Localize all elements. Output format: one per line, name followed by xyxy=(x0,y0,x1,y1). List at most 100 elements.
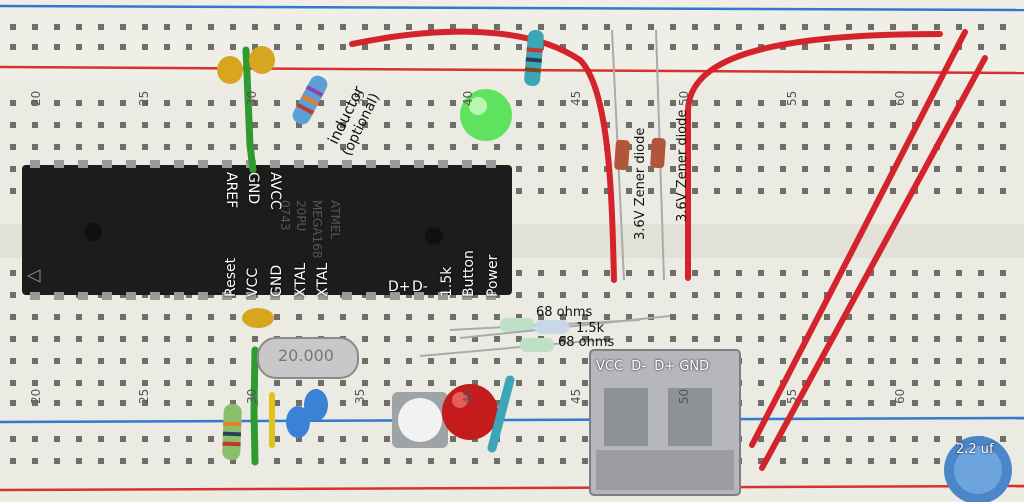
breadboard-hole xyxy=(626,44,632,50)
chip-pin xyxy=(78,160,88,168)
breadboard-hole xyxy=(274,44,280,50)
breadboard-hole xyxy=(10,144,16,150)
chip-pin xyxy=(222,292,232,300)
breadboard-hole xyxy=(560,100,566,106)
breadboard-hole xyxy=(186,24,192,30)
breadboard-hole xyxy=(890,400,896,406)
breadboard-hole xyxy=(32,24,38,30)
breadboard-hole xyxy=(714,336,720,342)
breadboard-hole xyxy=(472,44,478,50)
breadboard-hole xyxy=(406,122,412,128)
breadboard-hole xyxy=(98,336,104,342)
breadboard-hole xyxy=(142,24,148,30)
breadboard-hole xyxy=(890,380,896,386)
breadboard-hole xyxy=(32,144,38,150)
breadboard-hole xyxy=(824,314,830,320)
breadboard-hole xyxy=(978,336,984,342)
breadboard-hole xyxy=(956,380,962,386)
breadboard-hole xyxy=(868,44,874,50)
breadboard-hole xyxy=(296,380,302,386)
column-number: 55 xyxy=(785,90,799,106)
breadboard-hole xyxy=(780,436,786,442)
breadboard-hole xyxy=(912,436,918,442)
breadboard-hole xyxy=(582,144,588,150)
breadboard-hole xyxy=(428,44,434,50)
breadboard-hole xyxy=(626,292,632,298)
breadboard-hole xyxy=(956,292,962,298)
breadboard-hole xyxy=(1000,166,1006,172)
breadboard-hole xyxy=(186,336,192,342)
chip-pin xyxy=(486,292,496,300)
breadboard-hole xyxy=(692,314,698,320)
blue-cap-2 xyxy=(304,389,328,421)
chip-pin xyxy=(174,292,184,300)
breadboard-hole xyxy=(1000,380,1006,386)
breadboard-hole xyxy=(318,44,324,50)
breadboard-hole xyxy=(604,24,610,30)
breadboard-hole xyxy=(648,44,654,50)
breadboard-hole xyxy=(54,400,60,406)
breadboard-hole xyxy=(384,314,390,320)
breadboard-hole xyxy=(516,358,522,364)
breadboard-hole xyxy=(450,336,456,342)
top-blue-line xyxy=(0,4,1024,12)
breadboard-hole xyxy=(934,292,940,298)
breadboard-hole xyxy=(428,458,434,464)
breadboard-hole xyxy=(384,358,390,364)
breadboard-hole xyxy=(758,144,764,150)
breadboard-hole xyxy=(846,144,852,150)
breadboard-hole xyxy=(208,314,214,320)
breadboard-hole xyxy=(956,122,962,128)
breadboard-hole xyxy=(846,380,852,386)
breadboard-hole xyxy=(98,100,104,106)
breadboard-hole xyxy=(714,100,720,106)
resistor-1-5k xyxy=(459,315,671,339)
breadboard-hole xyxy=(736,188,742,194)
breadboard-hole xyxy=(296,122,302,128)
breadboard-hole xyxy=(714,166,720,172)
breadboard-hole xyxy=(736,24,742,30)
breadboard-hole xyxy=(32,314,38,320)
breadboard-hole xyxy=(780,166,786,172)
breadboard-hole xyxy=(868,314,874,320)
crystal-oscillator xyxy=(257,337,359,379)
breadboard-hole xyxy=(186,100,192,106)
green-led-highlight xyxy=(469,97,487,115)
breadboard-hole xyxy=(76,336,82,342)
crystal-marking: 20.000 xyxy=(278,346,334,365)
breadboard-hole xyxy=(802,270,808,276)
breadboard-hole xyxy=(582,458,588,464)
breadboard-hole xyxy=(384,400,390,406)
breadboard-hole xyxy=(890,44,896,50)
breadboard-hole xyxy=(560,314,566,320)
breadboard-hole xyxy=(362,380,368,386)
breadboard-hole xyxy=(274,400,280,406)
breadboard-hole xyxy=(560,270,566,276)
breadboard-hole xyxy=(406,144,412,150)
breadboard-hole xyxy=(1000,400,1006,406)
breadboard-hole xyxy=(670,100,676,106)
breadboard-hole xyxy=(582,24,588,30)
breadboard-hole xyxy=(318,144,324,150)
chip-pin xyxy=(390,292,400,300)
breadboard-hole xyxy=(450,314,456,320)
breadboard-hole xyxy=(780,358,786,364)
breadboard-hole xyxy=(450,100,456,106)
pin-label-vcc: VCC xyxy=(245,267,261,297)
chip-pin1-marker xyxy=(26,269,41,283)
breadboard-hole xyxy=(32,380,38,386)
breadboard-hole xyxy=(252,122,258,128)
breadboard-hole xyxy=(912,358,918,364)
breadboard-hole xyxy=(956,166,962,172)
breadboard-hole xyxy=(450,380,456,386)
breadboard-hole xyxy=(978,188,984,194)
breadboard-hole xyxy=(274,436,280,442)
usb-mouth xyxy=(596,450,734,490)
breadboard-hole xyxy=(978,270,984,276)
breadboard-hole xyxy=(868,166,874,172)
breadboard-hole xyxy=(956,358,962,364)
breadboard-hole xyxy=(538,358,544,364)
breadboard-hole xyxy=(780,270,786,276)
breadboard-hole xyxy=(714,122,720,128)
chip-marking-1: ATMEL xyxy=(328,200,342,240)
